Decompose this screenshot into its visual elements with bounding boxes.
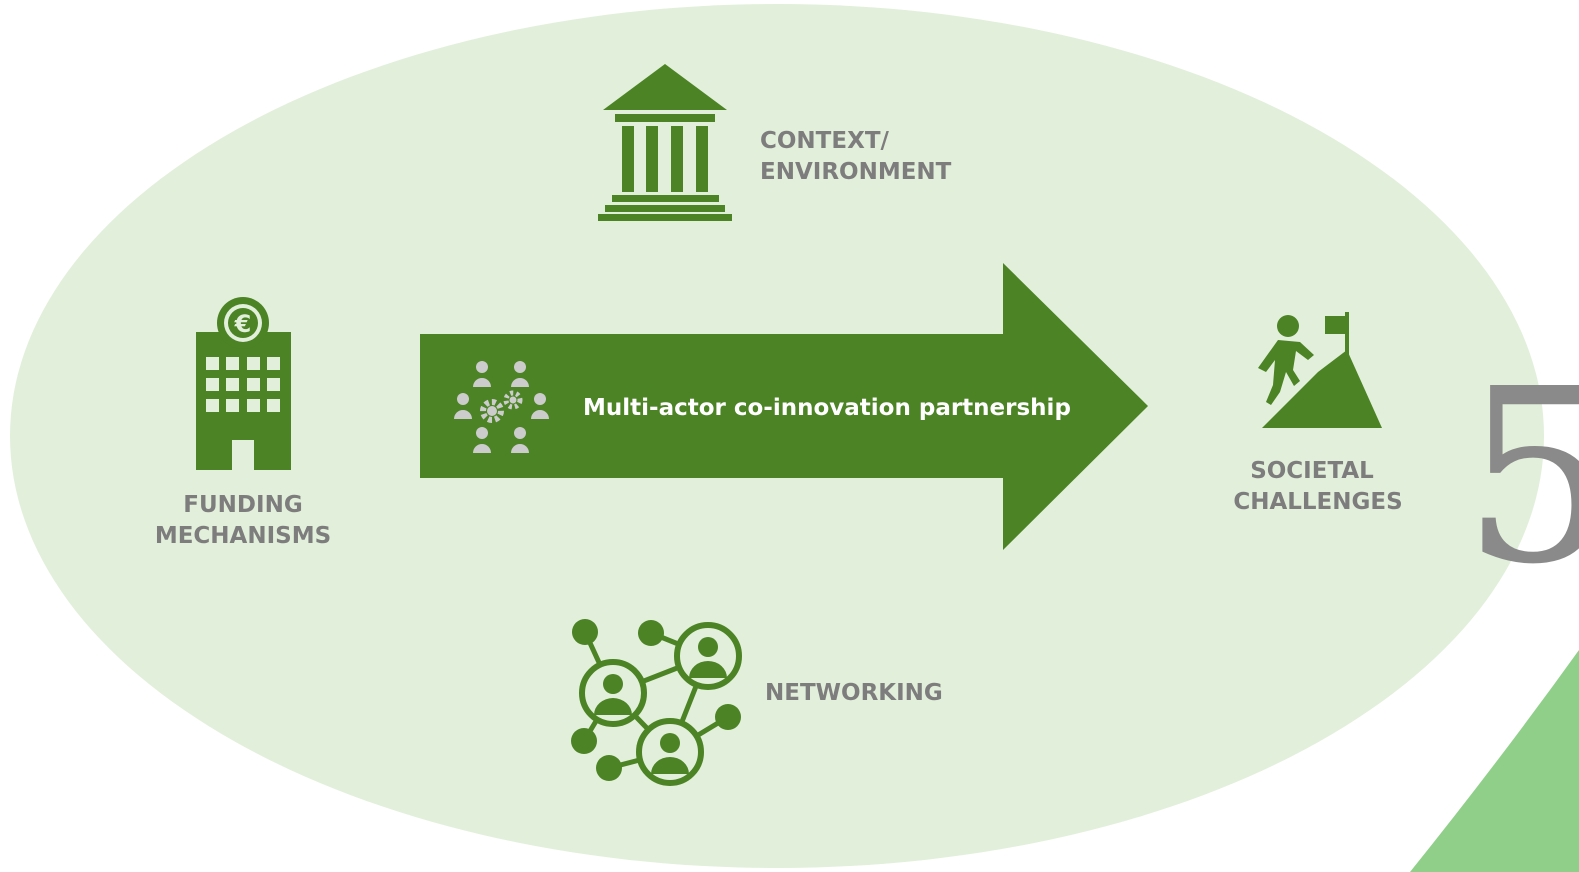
arrow-label: Multi-actor co-innovation partnership (583, 395, 1071, 421)
euro-bank-building-icon: € (196, 297, 291, 470)
networking-label: NETWORKING (765, 680, 943, 706)
funding-label-line2: MECHANISMS (155, 523, 331, 549)
people-network-icon (571, 619, 742, 786)
corner-decoration (1410, 650, 1579, 872)
context-label-line1: CONTEXT/ (760, 128, 890, 154)
government-building-icon (598, 64, 732, 221)
person-climbing-mountain-icon (1258, 312, 1382, 428)
funding-label-line1: FUNDING (183, 492, 302, 518)
partnership-arrow (420, 263, 1148, 550)
people-gears-icon (454, 361, 549, 453)
societal-label-line1: SOCIETAL (1250, 458, 1374, 484)
context-label-line2: ENVIRONMENT (760, 159, 952, 185)
svg-text:€: € (234, 310, 252, 338)
page-number: 5 (1462, 337, 1579, 617)
societal-label-line2: CHALLENGES (1233, 489, 1402, 515)
